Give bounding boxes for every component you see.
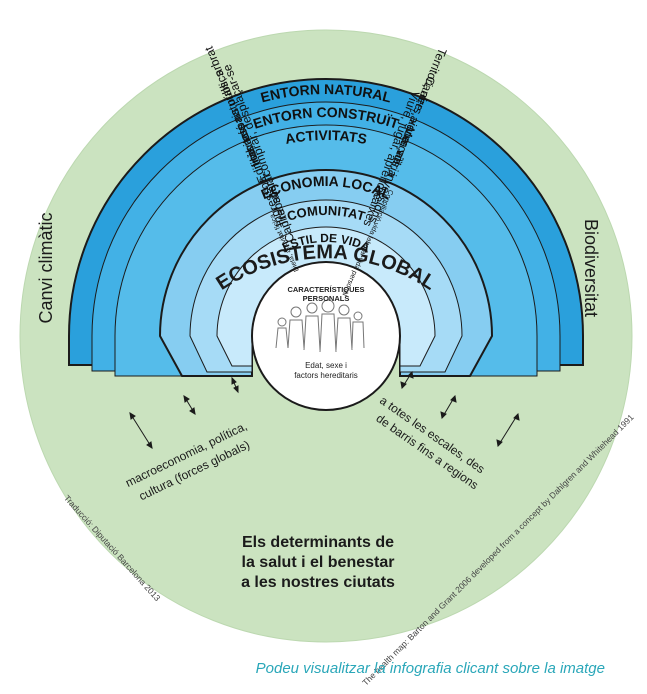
left-outer-label: Canvi climàtic [36, 212, 56, 323]
center-title-2: PERSONALS [303, 294, 350, 303]
bands [68, 78, 584, 377]
right-outer-label: Biodiversitat [581, 219, 601, 317]
band-label-4: COMUNITAT [285, 203, 367, 224]
personal-characteristics-circle [251, 261, 401, 411]
center-sub-2: factors hereditaris [294, 371, 358, 380]
headline-line-1: Els determinants de [242, 534, 394, 551]
people-illustration [275, 299, 365, 353]
center-title-1: CARACTERÍSTIQUES [287, 285, 364, 294]
headline-line-3: a les nostres ciutats [241, 574, 395, 591]
band-label-2: ACTIVITATS [284, 127, 369, 147]
headline-line-2: la salut i el benestar [242, 554, 395, 571]
view-infographic-caption[interactable]: Podeu visualitzar la infografia clicant … [255, 660, 605, 677]
scale-arrows [129, 370, 520, 449]
center-sub-1: Edat, sexe i [305, 361, 347, 370]
